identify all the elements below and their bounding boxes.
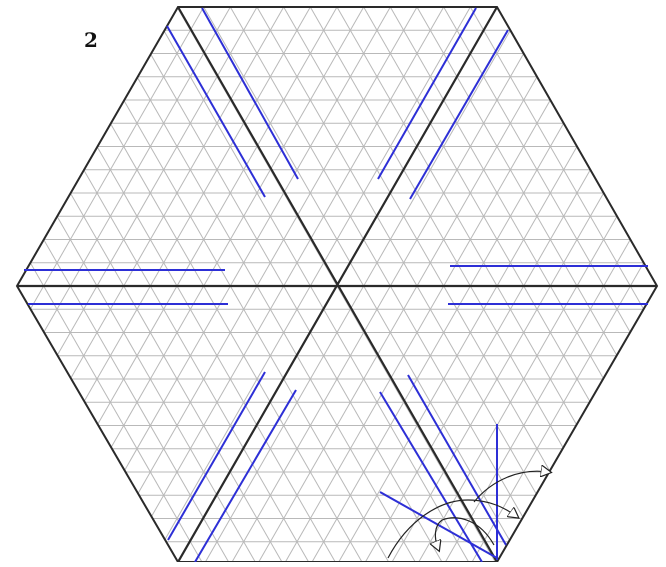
grid-line-rising — [107, 7, 459, 562]
diagonal-rising — [177, 6, 498, 563]
grid-line-falling — [17, 7, 193, 562]
grid-line-rising — [614, 7, 657, 562]
grid-line-rising — [187, 7, 539, 562]
grid-line-rising — [0, 0, 5, 562]
grid-line-rising — [17, 7, 166, 562]
grid-line-rising — [17, 7, 246, 562]
grid-line-falling — [82, 7, 433, 562]
crease-line-corner-diagonal — [379, 491, 498, 559]
grid-line-falling — [108, 7, 460, 562]
fold-arrow-small-arc — [435, 517, 495, 548]
grid-line-falling — [17, 7, 327, 562]
grid-line-falling — [242, 7, 593, 562]
grid-line-falling — [17, 7, 113, 562]
crease-line-bottom-left-inner — [194, 389, 297, 563]
fold-arrow-large-arc — [387, 499, 516, 559]
fold-arrows — [387, 471, 548, 559]
step-number: 2 — [84, 28, 98, 52]
grid-line-rising — [17, 7, 219, 562]
grid-line-rising — [17, 7, 32, 562]
grid-line-falling — [295, 7, 647, 562]
grid-line-falling — [0, 0, 6, 562]
fold-arrow-upper-arc — [473, 471, 548, 503]
grid-line-falling — [215, 7, 567, 562]
crease-line-top-left-inner — [201, 7, 299, 180]
crease-line-bottom-right-inner — [379, 391, 483, 563]
grid-line-falling — [17, 7, 353, 562]
grid-line-falling — [188, 7, 540, 562]
grid-line-falling — [17, 7, 33, 562]
grid-line-falling — [402, 7, 657, 562]
grid-line-falling — [562, 7, 657, 562]
grid-line-rising — [54, 7, 406, 562]
grid-line-rising — [267, 7, 619, 562]
grid-line-rising — [17, 7, 59, 562]
grid-line-rising — [561, 7, 657, 562]
grid-line-rising — [17, 7, 352, 562]
grid-line-rising — [214, 7, 566, 562]
crease-line-bottom-right-outer — [407, 374, 507, 546]
crease-line-top-right-inner — [377, 7, 477, 180]
grid-line-rising — [17, 7, 326, 562]
grid-line-rising — [294, 7, 646, 562]
grid-line-falling — [268, 7, 620, 562]
crease-line-top-right-outer — [409, 29, 509, 200]
grid-line-falling — [615, 7, 657, 562]
blue-crease-lines — [24, 7, 648, 563]
grid-line-falling — [17, 7, 247, 562]
grid-line-rising — [454, 7, 657, 562]
grid-line-falling — [162, 7, 513, 562]
crease-line-top-left-outer — [166, 25, 266, 198]
grid-line-rising — [241, 7, 592, 562]
grid-line-rising — [507, 7, 657, 562]
main-diagonals — [17, 6, 657, 563]
grid-line-falling — [17, 7, 60, 562]
grid-line-falling — [55, 7, 407, 562]
grid-line-rising — [17, 7, 192, 562]
grid-line-rising — [17, 7, 86, 562]
crease-line-bottom-left-outer — [167, 371, 266, 541]
